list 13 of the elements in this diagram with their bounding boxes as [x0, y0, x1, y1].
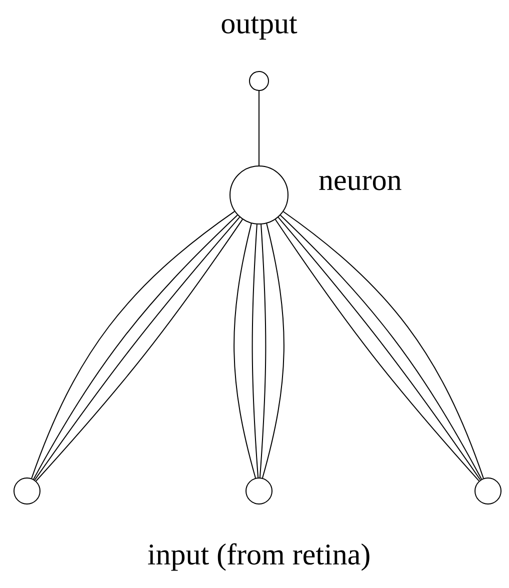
connection-line — [234, 223, 256, 478]
neuron-circle — [14, 478, 40, 504]
connection-line — [258, 90, 260, 166]
neuron-circle — [230, 166, 288, 224]
node-label: output — [222, 16, 298, 40]
node-label: neuron — [319, 176, 402, 190]
neuron-circle — [249, 71, 269, 91]
neuron-circle — [474, 478, 502, 504]
neuron-circle — [246, 478, 272, 504]
connection-line — [259, 224, 266, 478]
connection-line — [262, 223, 284, 478]
connection-line — [252, 224, 259, 478]
caption-label: input (from retina) — [148, 543, 370, 571]
